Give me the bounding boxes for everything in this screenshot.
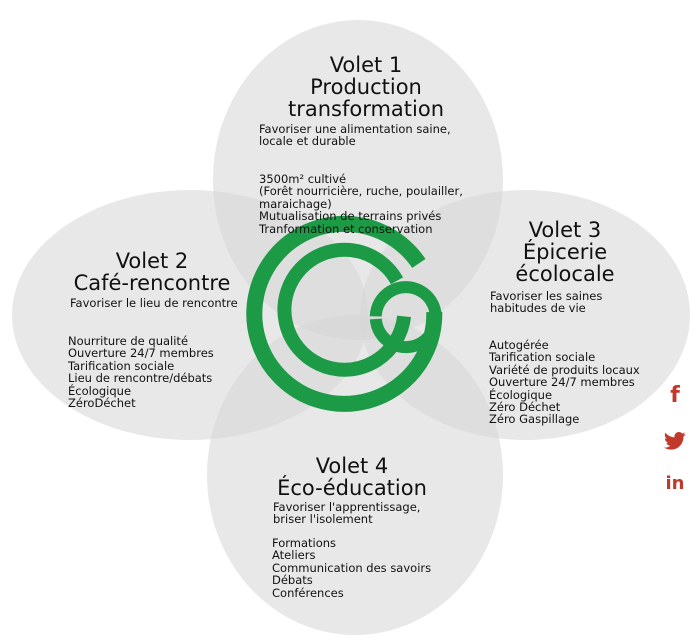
twitter-link[interactable]	[660, 426, 690, 456]
list-item: (Forêt nourricière, ruche, poulailler,	[259, 184, 463, 199]
volet1-title-line: Production	[310, 75, 422, 99]
facebook-icon: f	[670, 382, 680, 408]
list-item: Variété de produits locaux	[489, 362, 640, 377]
volet3-subtitle: Favoriser les saines habitudes de vie	[490, 289, 603, 315]
list-item: Mutualisation de terrains privés	[259, 209, 442, 224]
volet3-title-line: Épicerie	[522, 240, 608, 264]
volet3-title: Volet 3 Épicerie écolocale	[490, 219, 640, 285]
linkedin-link[interactable]: in	[660, 468, 690, 498]
list-item: ZéroDéchet	[68, 396, 136, 411]
list-item: Débats	[272, 573, 313, 588]
volet4-block: Volet 4 Éco-éducation	[262, 455, 442, 499]
volet1-title-line: Volet 1	[329, 53, 403, 77]
volet2-title-line: Volet 2	[115, 249, 189, 273]
volet1-title: Volet 1 Production transformation	[256, 54, 476, 120]
volet1-subtitle: Favoriser une alimentation saine, locale…	[259, 122, 451, 148]
list-item: Communication des savoirs	[272, 560, 432, 575]
list-item: Autogérée	[489, 338, 549, 352]
volet2-title-line: Café-rencontre	[73, 271, 231, 295]
list-item: 3500m² cultivé	[259, 172, 347, 186]
volet4-items: Formations Ateliers Communication des sa…	[272, 537, 431, 599]
list-item: Tarification sociale	[68, 358, 175, 373]
list-item: Lieu de rencontre/débats	[68, 371, 213, 386]
volet2-block: Volet 2 Café-rencontre	[62, 250, 242, 294]
volet4-title-line: Éco-éducation	[277, 476, 427, 500]
volet3-items: Autogérée Tarification sociale Variété d…	[489, 339, 640, 426]
list-item: Écologique	[68, 383, 132, 398]
list-item: Ateliers	[272, 548, 316, 563]
volet3-title-line: Volet 3	[528, 218, 602, 242]
volet2-title: Volet 2 Café-rencontre	[62, 250, 242, 294]
volet1-title-line: transformation	[287, 97, 445, 121]
volet1-items: 3500m² cultivé (Forêt nourricière, ruche…	[259, 173, 463, 235]
list-item: Ouverture 24/7 membres	[68, 346, 214, 361]
volet4-title: Volet 4 Éco-éducation	[262, 455, 442, 499]
list-item: Zéro Gaspillage	[489, 412, 580, 427]
volet3-title-line: écolocale	[515, 262, 615, 286]
volet4-subtitle: Favoriser l'apprentissage, briser l'isol…	[273, 500, 421, 526]
volet2-items: Nourriture de qualité Ouverture 24/7 mem…	[68, 334, 214, 411]
petal-volet4	[207, 315, 503, 635]
list-item: Tranformation et conservation	[259, 221, 433, 236]
list-item: Ouverture 24/7 membres	[489, 375, 635, 390]
list-item: Tarification sociale	[489, 350, 596, 365]
list-item: Formations	[272, 536, 337, 550]
list-item: Zéro Déchet	[489, 400, 561, 415]
volet4-title-line: Volet 4	[315, 454, 389, 478]
volet1-block: Volet 1 Production transformation	[256, 54, 476, 120]
list-item: Conférences	[272, 585, 344, 600]
facebook-link[interactable]: f	[660, 380, 690, 410]
list-item: Nourriture de qualité	[68, 334, 189, 348]
list-item: maraichage)	[259, 196, 332, 211]
linkedin-icon: in	[665, 472, 685, 494]
volet3-block: Volet 3 Épicerie écolocale	[490, 219, 640, 285]
volet2-subtitle: Favoriser le lieu de rencontre	[70, 296, 238, 310]
spiral-logo-icon	[246, 215, 443, 412]
list-item: Écologique	[489, 387, 553, 402]
twitter-icon	[664, 432, 686, 450]
